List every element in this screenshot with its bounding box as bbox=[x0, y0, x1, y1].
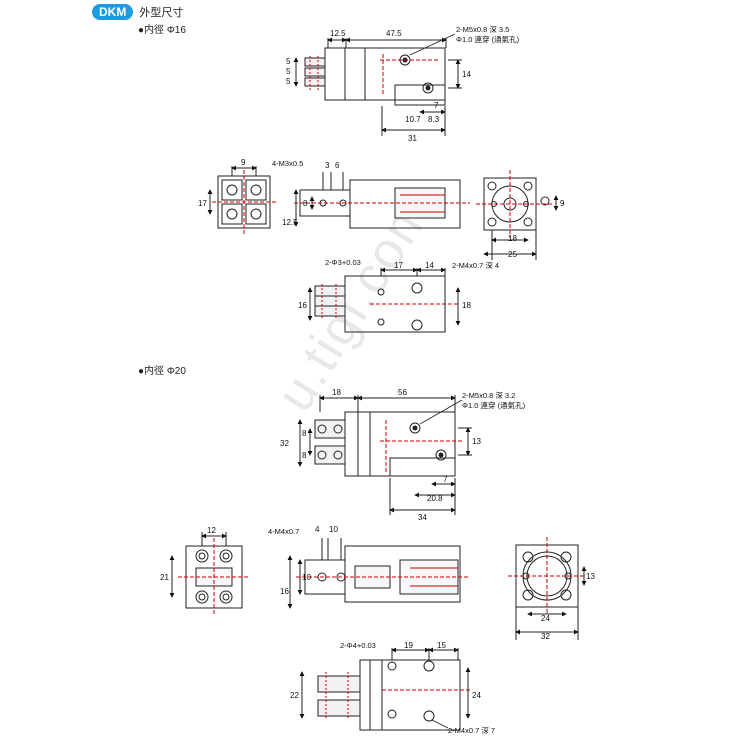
d20-top-note-1: 2-M5x0.8 深 3.2 bbox=[462, 391, 515, 400]
d20-side-dim-4: 16 bbox=[280, 587, 289, 596]
d20-top-dim-9: 34 bbox=[418, 513, 427, 522]
d20-top-dim-5: 32 bbox=[280, 439, 289, 448]
d20-front-view bbox=[169, 532, 250, 616]
d16-top-dim-5: 5 bbox=[286, 77, 291, 86]
d16-bottom-view bbox=[307, 267, 461, 333]
d16-side-note: 4-M3x0.5 bbox=[272, 159, 303, 168]
d20-top-dim-3: 8 bbox=[302, 429, 307, 438]
d16-front-dim-2: 17 bbox=[198, 199, 207, 208]
d20-top-dim-4: 8 bbox=[302, 451, 307, 460]
d16-top-dim-2: 47.5 bbox=[386, 29, 402, 38]
d16-end-dim-3: 25 bbox=[508, 250, 517, 259]
d16-top-dim-8: 10.7 bbox=[405, 115, 421, 124]
model-badge: DKM bbox=[92, 4, 134, 20]
d20-end-dim-3: 32 bbox=[541, 632, 550, 641]
d16-top-dim-7: 7 bbox=[434, 101, 439, 110]
section-label-phi16: ●内徑 Φ16 bbox=[138, 25, 186, 36]
d16-top-dim-9: 8.3 bbox=[428, 115, 440, 124]
d16-top-dim-6: 14 bbox=[462, 70, 471, 79]
d16-bottom-note-1: 2-Φ3+0.03 bbox=[325, 258, 361, 267]
d16-side-dim-2: 6 bbox=[335, 161, 340, 170]
d20-side-dim-3: 10 bbox=[302, 573, 311, 582]
d20-side-view bbox=[287, 538, 470, 609]
d20-bottom-dim-4: 24 bbox=[472, 691, 481, 700]
d16-top-dim-10: 31 bbox=[408, 134, 417, 143]
d16-bottom-note-2: 2-M4x0.7 深 4 bbox=[452, 261, 499, 270]
d16-top-note-1: 2-M5x0.8 深 3.5 bbox=[456, 25, 509, 34]
d16-top-dim-3: 5 bbox=[286, 57, 291, 66]
d16-front-view bbox=[207, 165, 276, 234]
d20-front-dim-2: 21 bbox=[160, 573, 169, 582]
d20-side-dim-2: 10 bbox=[329, 525, 338, 534]
d16-bottom-dim-2: 14 bbox=[425, 261, 434, 270]
header: DKM 外型尺寸 bbox=[92, 4, 183, 20]
d20-top-view bbox=[297, 395, 472, 515]
d20-end-view bbox=[508, 537, 587, 640]
d16-top-note-2: Φ1.0 連穿 (通氣孔) bbox=[456, 34, 520, 44]
d20-top-dim-2: 56 bbox=[398, 388, 407, 397]
d20-end-dim-2: 24 bbox=[541, 614, 550, 623]
d20-side-note: 4-M4x0.7 bbox=[268, 527, 299, 536]
d20-top-dim-1: 18 bbox=[332, 388, 341, 397]
d16-side-dim-1: 3 bbox=[325, 161, 330, 170]
d16-bottom-dim-1: 17 bbox=[394, 261, 403, 270]
d20-top-dim-7: 7 bbox=[443, 475, 448, 484]
d16-front-dim-1: 9 bbox=[241, 158, 246, 167]
d20-bottom-dim-2: 15 bbox=[437, 641, 446, 650]
d20-top-dim-6: 13 bbox=[472, 437, 481, 446]
d16-side-dim-3: 8 bbox=[303, 199, 308, 208]
d16-end-view bbox=[476, 170, 559, 260]
d20-side-dim-1: 4 bbox=[315, 525, 320, 534]
d16-top-view bbox=[293, 33, 462, 136]
d16-side-view bbox=[293, 172, 470, 229]
d20-top-dim-8: 20.8 bbox=[427, 494, 443, 503]
section-label-phi20: ●内徑 Φ20 bbox=[138, 366, 186, 377]
page-title: 外型尺寸 bbox=[139, 7, 184, 19]
d16-top-dim-4: 5 bbox=[286, 67, 291, 76]
d20-front-dim-1: 12 bbox=[207, 526, 216, 535]
d16-side-dim-4: 12.5 bbox=[282, 218, 298, 227]
d20-bottom-note-1: 2-Φ4+0.03 bbox=[340, 641, 376, 650]
d20-top-note-2: Φ1.0 連穿 (通氣孔) bbox=[462, 400, 526, 410]
d16-bottom-dim-4: 18 bbox=[462, 301, 471, 310]
d20-bottom-dim-3: 22 bbox=[290, 691, 299, 700]
d20-bottom-note-2: 2-M4x0.7 深 7 bbox=[448, 726, 495, 735]
d20-bottom-view bbox=[299, 647, 471, 731]
d16-end-dim-2: 18 bbox=[508, 234, 517, 243]
d16-end-dim-1: 9 bbox=[560, 199, 565, 208]
d16-bottom-dim-3: 16 bbox=[298, 301, 307, 310]
d16-top-dim-1: 12.5 bbox=[330, 29, 346, 38]
d20-bottom-dim-1: 19 bbox=[404, 641, 413, 650]
d20-end-dim-1: 13 bbox=[586, 572, 595, 581]
